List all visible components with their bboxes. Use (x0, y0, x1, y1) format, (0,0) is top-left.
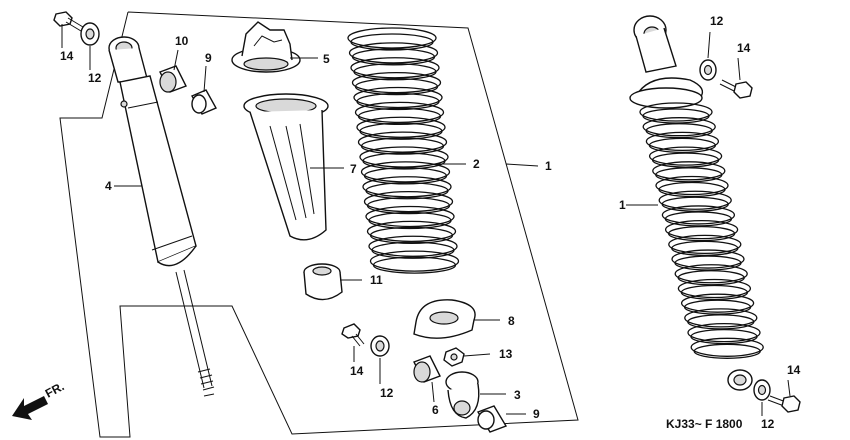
callout-12: 12 (380, 386, 394, 400)
washer-lower-center (370, 335, 390, 357)
bolt-top-right (719, 79, 753, 99)
washer-top-left (80, 22, 100, 46)
callout-1: 1 (619, 198, 626, 212)
spring-seat-lower (413, 299, 476, 339)
callout-12: 12 (761, 417, 775, 431)
front-direction-indicator: FR. (12, 379, 66, 420)
lower-joint-clevis (445, 371, 480, 419)
callout-4: 4 (105, 179, 112, 193)
spring-guide-tube (243, 93, 329, 241)
leader-lines (61, 24, 791, 416)
front-arrow-icon (12, 396, 48, 420)
callout-3: 3 (514, 388, 521, 402)
lock-nut (443, 347, 465, 367)
washer-bottom-right (753, 379, 771, 401)
bump-rubber (303, 263, 343, 301)
callout-10: 10 (175, 34, 189, 48)
assembled-lower-eye (727, 369, 753, 391)
callout-14: 14 (787, 363, 801, 377)
callout-13: 13 (499, 347, 513, 361)
assembled-shock-absorber (629, 15, 704, 109)
callout-12: 12 (710, 14, 724, 28)
callout-2: 2 (473, 157, 480, 171)
callout-12: 12 (88, 71, 102, 85)
callout-1: 1 (545, 159, 552, 173)
collar-lower (476, 405, 508, 433)
callout-5: 5 (323, 52, 330, 66)
callout-8: 8 (508, 314, 515, 328)
collar-upper (191, 89, 217, 115)
callout-14: 14 (350, 364, 364, 378)
callout-11: 11 (370, 273, 383, 287)
callout-7: 7 (350, 162, 357, 176)
washer-top-right (699, 59, 717, 81)
spring-seat-upper (231, 21, 301, 73)
callout-9: 9 (205, 51, 212, 65)
bolt-lower-center (341, 323, 365, 347)
bolt-bottom-right (767, 395, 801, 413)
callout-6: 6 (432, 403, 439, 417)
front-direction-label: FR. (43, 379, 67, 400)
coil-spring-assembled (639, 102, 764, 359)
callout-14: 14 (60, 49, 74, 63)
bushing (159, 65, 187, 93)
bushing-lower (413, 355, 441, 383)
damper-body (108, 36, 215, 397)
diagram-reference-code: KJ33~ F 1800 (666, 417, 743, 431)
callout-14: 14 (737, 41, 751, 55)
callout-9: 9 (533, 407, 540, 421)
coil-spring-center (347, 27, 460, 274)
assembly-boundary-frame (59, 11, 579, 438)
